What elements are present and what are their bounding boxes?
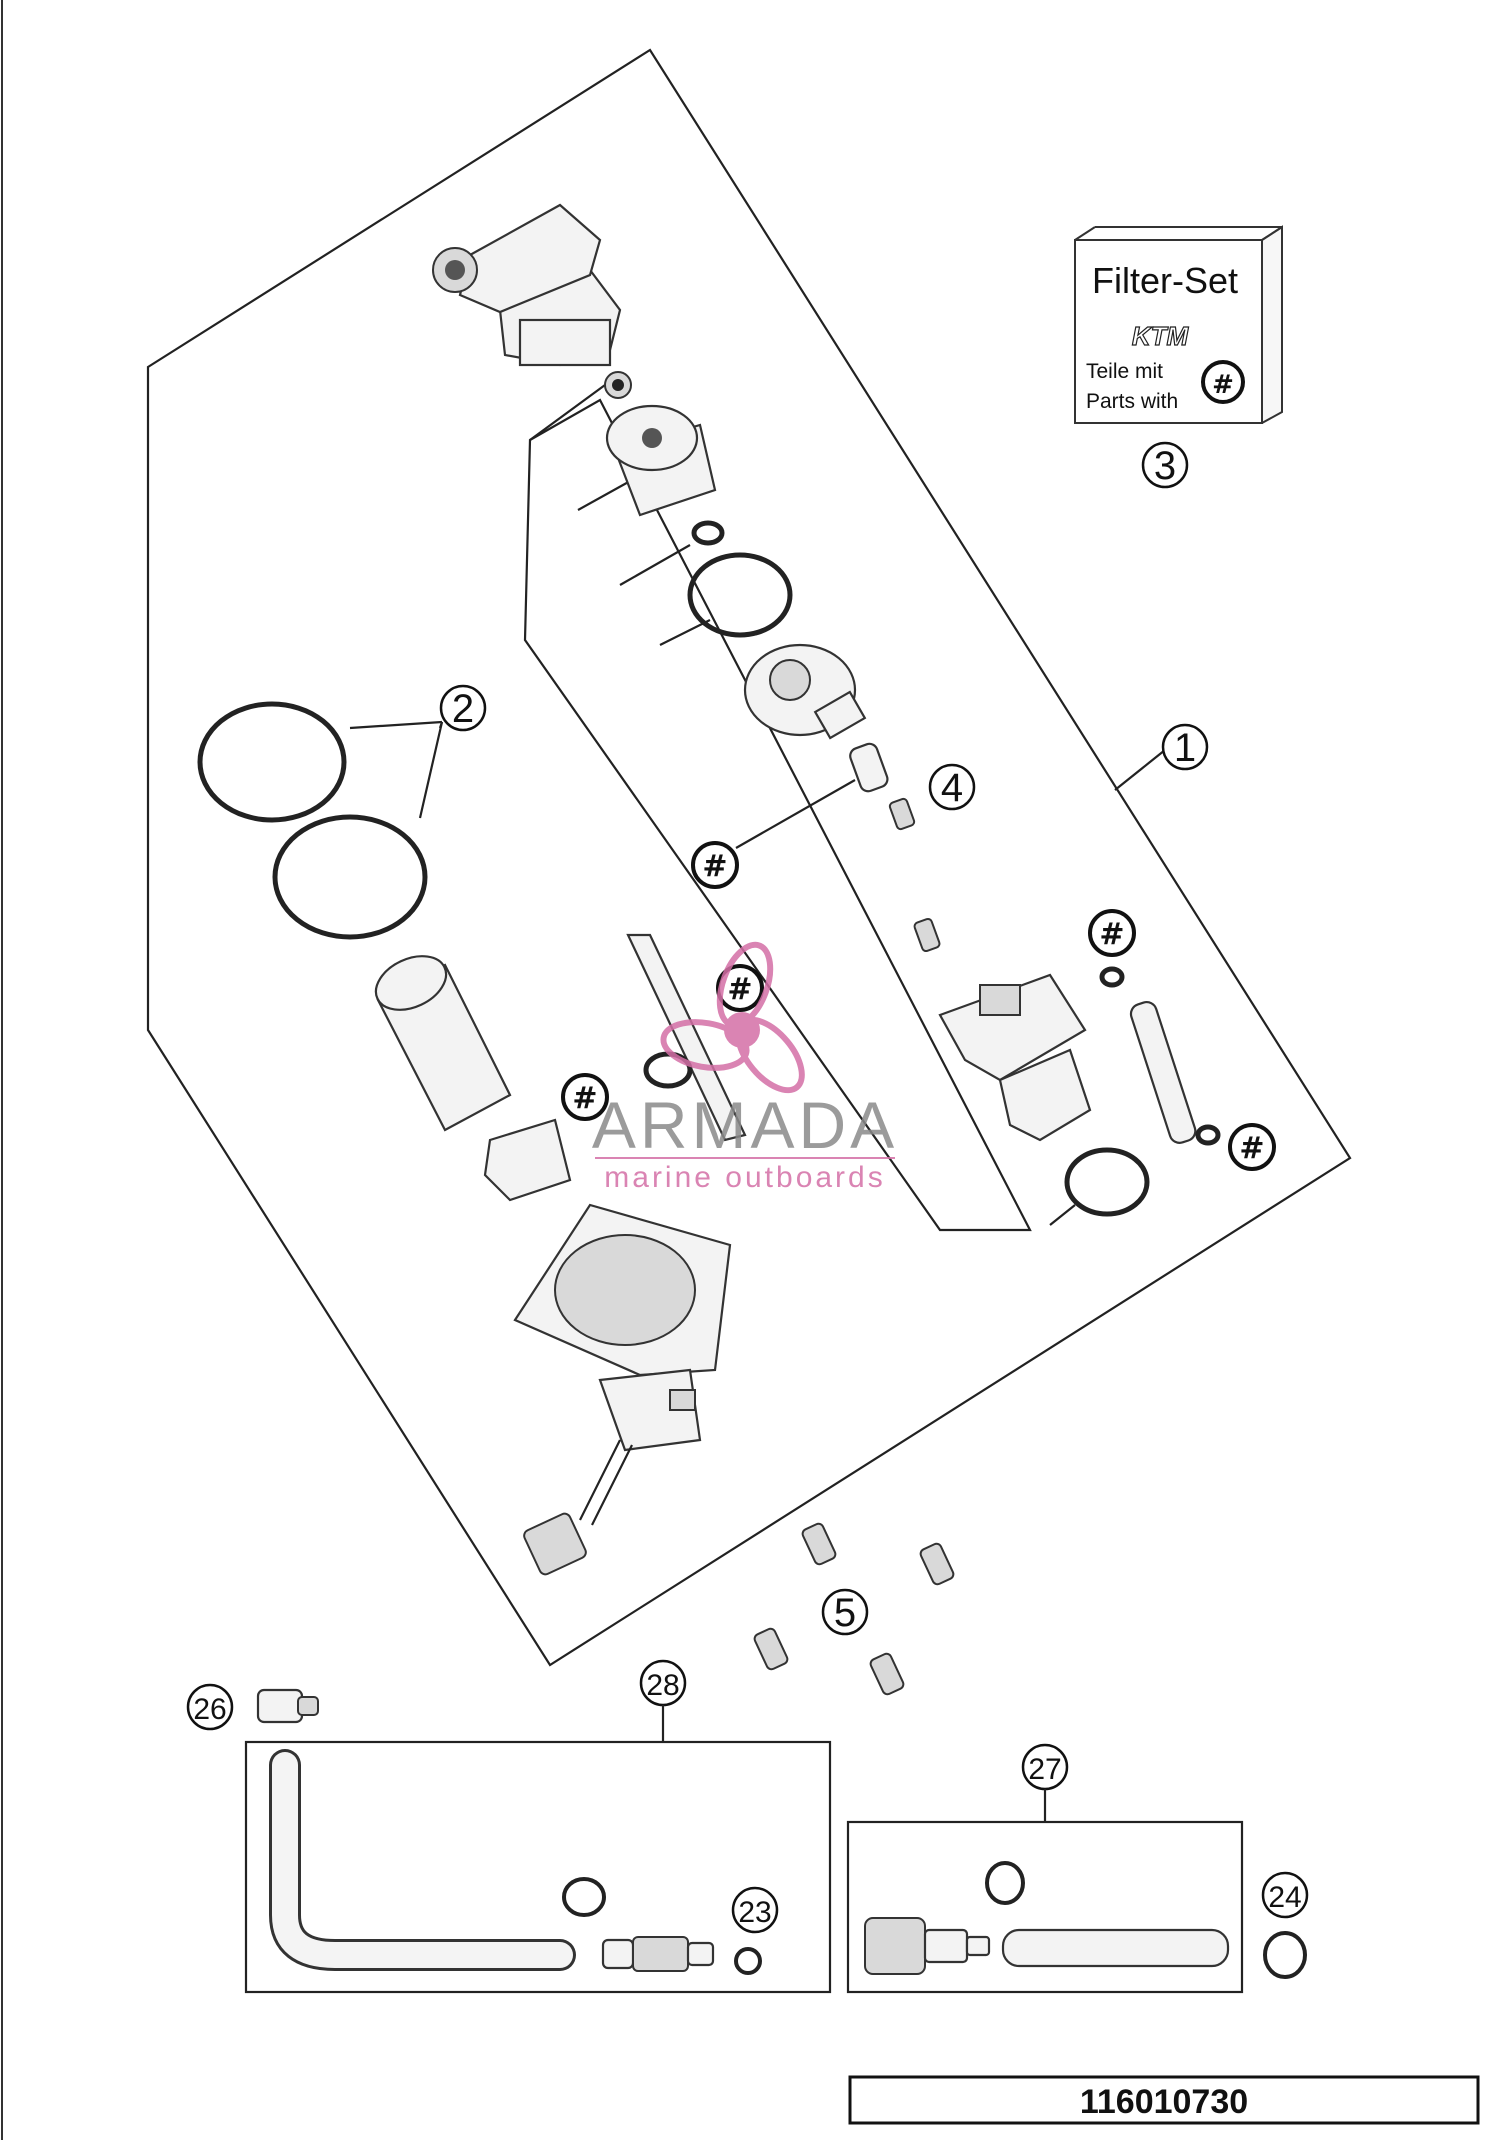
large-o-ring-2: [272, 814, 428, 940]
drawing-number-box: 116010730: [848, 2075, 1480, 2125]
tube-washer: [1195, 1124, 1221, 1146]
callout-23: 23: [731, 1886, 779, 1934]
callout-24: 24: [1261, 1871, 1309, 1919]
hash-marker: #: [691, 841, 739, 889]
callout-leaders: [349, 720, 1166, 849]
svg-text:1: 1: [1174, 726, 1196, 770]
inner-subassembly-outline: [523, 398, 1032, 1232]
filter-sleeve-part: [374, 955, 512, 1132]
fuel-filter-part: [605, 404, 717, 517]
o-ring-23: [734, 1947, 762, 1975]
filter-set-box: Filter-Set KTM Teile mit Parts with #: [1074, 225, 1283, 424]
main-assembly-outline: [146, 48, 1352, 1667]
callout-5: 5: [821, 1588, 869, 1636]
filter-set-line2: Parts with: [1086, 390, 1178, 413]
hash-marker: #: [1088, 909, 1136, 957]
svg-text:27: 27: [1028, 1753, 1061, 1786]
pump-screw-part: [913, 917, 941, 953]
bottom-o-ring: [1064, 1147, 1150, 1217]
clamp-24-part: [1263, 1931, 1307, 1979]
hose-clamp-28: [562, 1877, 606, 1917]
callout-3: 3: [1141, 441, 1189, 489]
kit-28-box: [244, 1740, 832, 1994]
svg-text:24: 24: [1268, 1881, 1301, 1914]
retaining-clip-part: [483, 1118, 572, 1202]
svg-text:#: #: [702, 849, 727, 884]
hash-marker: #: [716, 964, 764, 1012]
armada-watermark: ARMADA marine outboards: [592, 941, 898, 1194]
inner-leader-lines: [529, 384, 1076, 1226]
callout-26: 26: [186, 1683, 234, 1731]
svg-text:#: #: [1212, 370, 1234, 400]
small-o-ring: [691, 520, 725, 546]
ktm-logo: KTM: [1132, 321, 1190, 351]
spring-part: [604, 371, 632, 399]
hash-marker: #: [1228, 1123, 1276, 1171]
svg-text:26: 26: [193, 1693, 226, 1726]
connector-tube-part: [1129, 1001, 1197, 1144]
propeller-logo-icon: [660, 941, 805, 1094]
filter-set-line1: Teile mit: [1086, 360, 1163, 383]
large-o-ring-1: [197, 701, 347, 823]
bolt-parts: [753, 1522, 955, 1696]
fuel-pump-motor-part: [938, 973, 1092, 1142]
regulator-disk-part: [743, 643, 867, 740]
callout-27: 27: [1021, 1743, 1069, 1791]
watermark-tagline: marine outboards: [604, 1161, 885, 1194]
bent-hose-part: [269, 1749, 576, 1971]
svg-text:3: 3: [1154, 444, 1176, 488]
hose-fitting-28: [601, 1936, 715, 1972]
filter-set-title: Filter-Set: [1092, 260, 1238, 301]
hose-clamp-27: [985, 1861, 1025, 1905]
svg-text:4: 4: [941, 766, 963, 810]
callout-2: 2: [439, 684, 487, 732]
drawing-number: 116010730: [1080, 2083, 1248, 2121]
screw-part: [888, 797, 916, 831]
bracket-blade-part: [626, 933, 747, 1142]
sleeve-part: [849, 742, 889, 793]
callout-1: 1: [1161, 723, 1209, 771]
svg-text:#: #: [572, 1081, 597, 1116]
svg-text:2: 2: [452, 687, 474, 731]
callout-4: 4: [928, 763, 976, 811]
svg-text:#: #: [1239, 1131, 1264, 1166]
svg-text:5: 5: [834, 1591, 856, 1635]
medium-o-ring: [687, 552, 793, 638]
pump-housing-part: [513, 1203, 732, 1452]
quick-connector-part: [864, 1917, 991, 1975]
callout-28: 28: [639, 1659, 687, 1707]
straight-hose-part: [1001, 1928, 1230, 1968]
watermark-name: ARMADA: [592, 1088, 898, 1162]
svg-text:#: #: [1099, 917, 1124, 952]
wiring-plug-part: [523, 1439, 633, 1576]
hash-marker: #: [561, 1073, 609, 1121]
svg-text:#: #: [727, 972, 752, 1007]
svg-text:28: 28: [646, 1669, 679, 1702]
pump-washer: [1099, 966, 1125, 988]
clamp-26-part: [256, 1688, 319, 1724]
svg-text:23: 23: [738, 1896, 771, 1929]
pump-head-part: [432, 203, 622, 367]
